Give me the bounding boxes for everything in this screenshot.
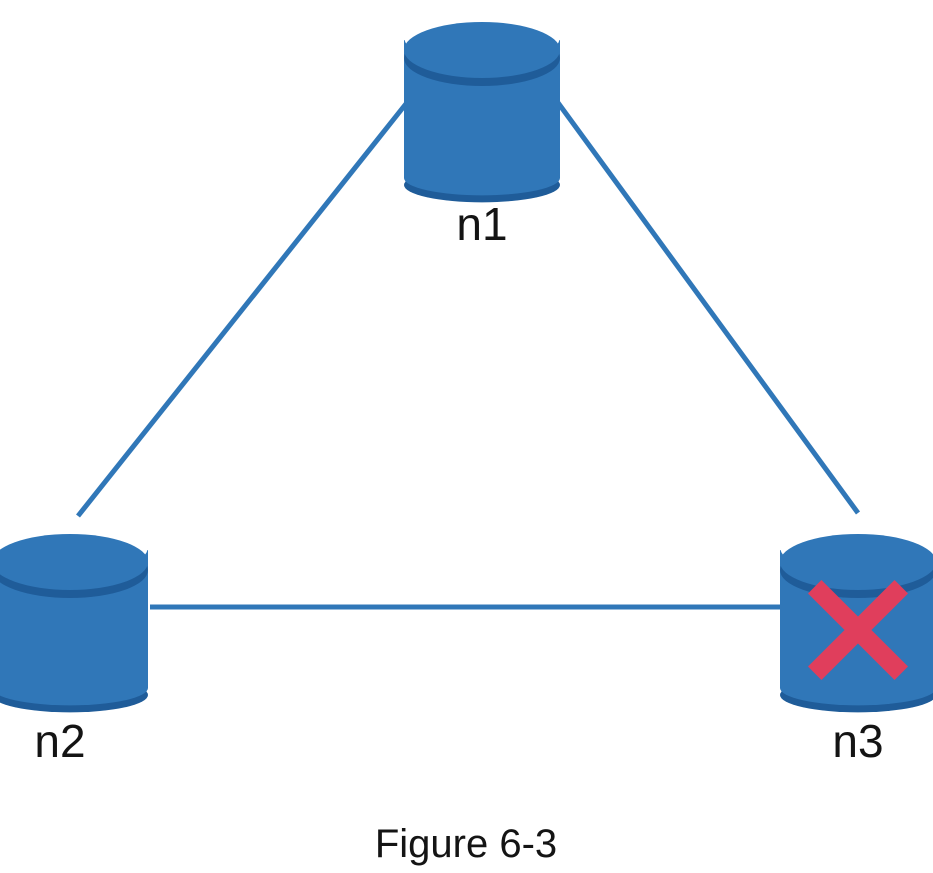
failure-cross-icon [808, 580, 908, 680]
node-n1[interactable]: n1 [404, 9, 560, 250]
edge-n1-n2 [76, 98, 411, 518]
cylinder-top-face [0, 534, 148, 590]
cylinder-top-face [780, 534, 933, 590]
cylinder-top-face [404, 22, 560, 78]
node-n2[interactable]: n2 [0, 519, 148, 767]
node-label-n3: n3 [832, 715, 883, 767]
node-n3[interactable]: n3 [780, 519, 933, 767]
node-label-n2: n2 [34, 715, 85, 767]
figure-caption: Figure 6-3 [375, 822, 557, 866]
edge-n1-n3 [553, 98, 861, 515]
node-label-n1: n1 [456, 198, 507, 250]
database-cylinder-icon [404, 9, 560, 203]
edge-layer [76, 98, 861, 610]
database-cylinder-icon [0, 519, 148, 713]
